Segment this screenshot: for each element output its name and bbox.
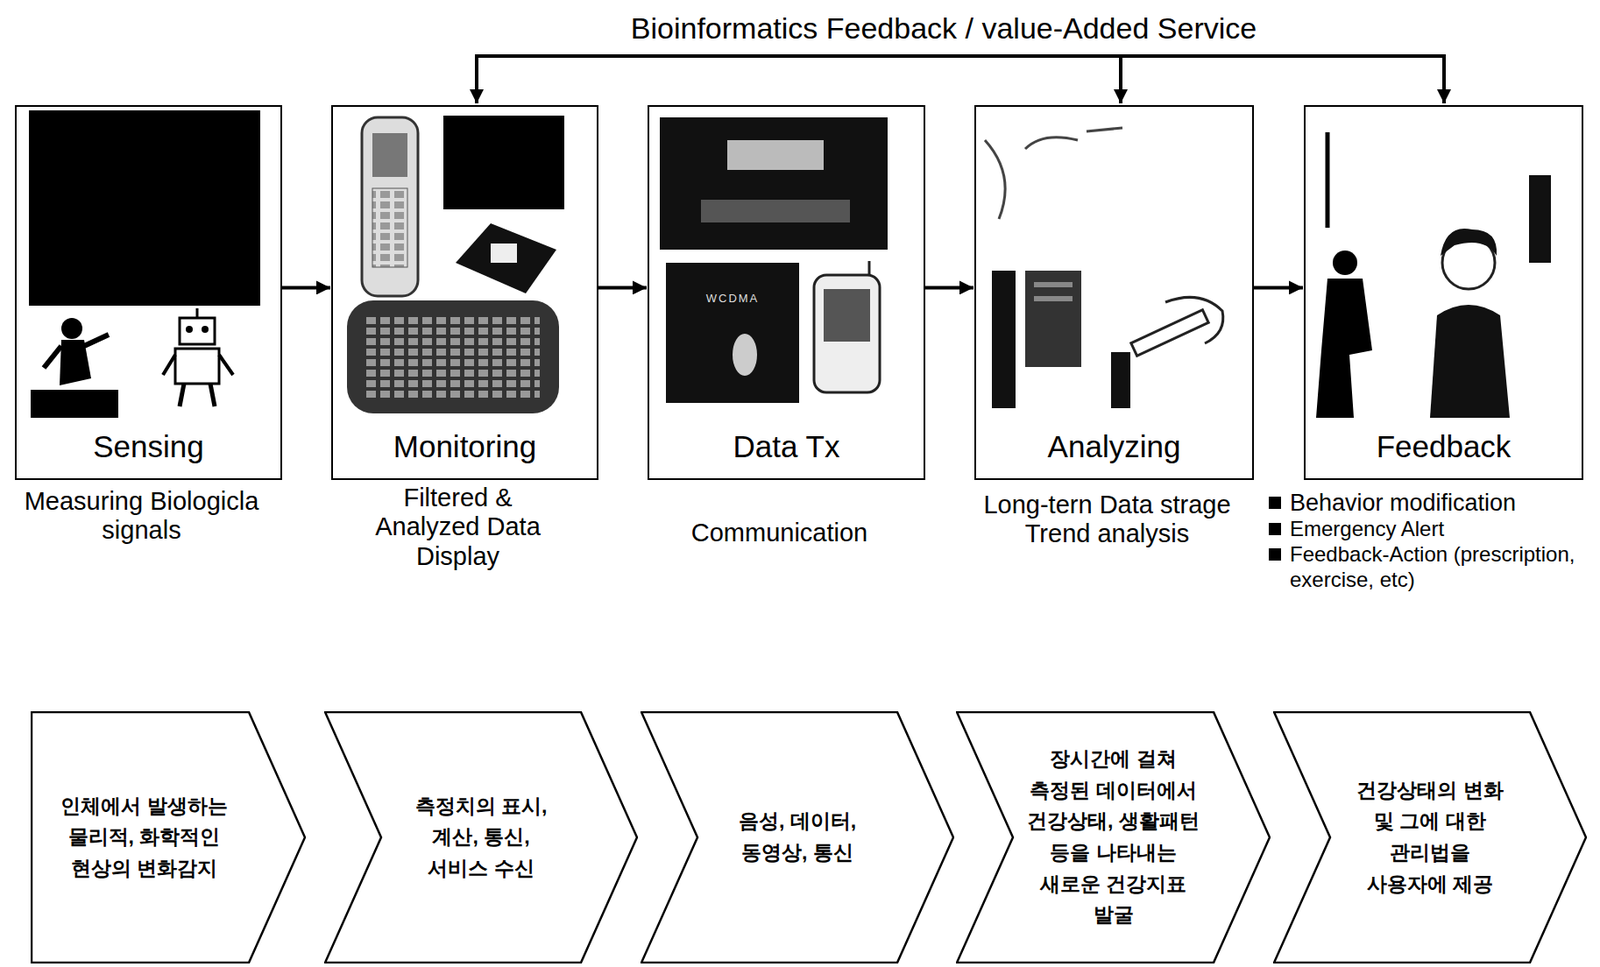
box-caption: Filtered & Analyzed Data Display [363, 483, 553, 572]
server-slot [1033, 282, 1073, 288]
watch-face [490, 243, 517, 263]
feedback-bracket [476, 54, 1445, 58]
chevron-shape [325, 712, 638, 963]
server-tower [991, 270, 1016, 409]
box-title: Analyzing [976, 429, 1253, 465]
server-box [1025, 270, 1082, 368]
device-photo [443, 115, 565, 210]
box-caption: Communication [652, 518, 907, 548]
robot-head [179, 318, 215, 345]
bullet-row: Feedback-Action (prescription, exercise,… [1268, 542, 1592, 594]
box-title: Data Tx [649, 429, 924, 465]
card-label: WCDMA [665, 291, 800, 306]
runner-head [61, 318, 83, 340]
flow-arrow [598, 285, 647, 290]
robot-eye [185, 325, 193, 333]
chevron-shape [1274, 712, 1586, 963]
keyboard-keys [366, 315, 540, 399]
robot-legs [179, 383, 215, 407]
box-title: Feedback [1305, 429, 1582, 465]
bullet-square [1268, 548, 1282, 561]
flow-arrow [282, 285, 331, 290]
mobile-screen [823, 289, 871, 342]
bracket-arrow [474, 54, 479, 104]
robot-body [175, 348, 220, 384]
pole [1325, 132, 1331, 228]
watch-band [455, 223, 557, 294]
chevron-step: 음성, 데이터, 동영상, 통신 [640, 711, 955, 964]
chevron-text-area: 측정치의 표시, 계산, 통신, 서비스 수신 [381, 711, 581, 964]
chevron-text-area: 음성, 데이터, 동영상, 통신 [697, 711, 898, 964]
bullet-item: Feedback-Action (prescription, exercise,… [1289, 542, 1592, 594]
map-lines [984, 127, 1123, 220]
chevron-outline [640, 711, 955, 964]
bullet-square [1268, 523, 1282, 536]
chevron-step: 건강상태의 변화 및 그에 대한 관리법을 사용자에 제공 [1273, 711, 1587, 964]
card-figure [732, 333, 758, 376]
chevron-text: 건강상태의 변화 및 그에 대한 관리법을 사용자에 제공 [1351, 775, 1509, 901]
bullet-row: Emergency Alert [1268, 516, 1592, 543]
ground-shape [30, 389, 119, 418]
picture-box: FeedbackBehavior modificationEmergency A… [1303, 105, 1584, 481]
person-shoulders [1430, 304, 1510, 418]
flow-arrow [1253, 285, 1303, 290]
person-body [1316, 278, 1373, 418]
sensor-photo [28, 110, 261, 306]
panel-bar [1529, 175, 1551, 263]
picture-box: SensingMeasuring Biologicla signals [14, 105, 283, 481]
chevron-text: 장시간에 걸쳐 측정된 데이터에서 건강상태, 생활패턴 등을 나타내는 새로운… [1023, 743, 1204, 932]
chevron-outline [1273, 711, 1587, 964]
syringe [1131, 310, 1209, 357]
chevron-text-area: 건강상태의 변화 및 그에 대한 관리법을 사용자에 제공 [1330, 711, 1530, 964]
picture-box: MonitoringFiltered & Analyzed Data Displ… [331, 105, 599, 481]
feedback-label: Bioinformatics Feedback / value-Added Se… [593, 10, 1295, 47]
chevron-shape [31, 712, 305, 963]
bullet-row: Behavior modification [1268, 488, 1592, 517]
label-patch: Bioinformatics Feedback / value-Added Se… [625, 11, 1262, 45]
chevron-step: 장시간에 걸쳐 측정된 데이터에서 건강상태, 생활패턴 등을 나타내는 새로운… [955, 711, 1271, 964]
chevron-step: 인체에서 발생하는 물리적, 화학적인 현상의 변화감지 [30, 711, 306, 964]
keyboard-device [346, 300, 560, 414]
flow-arrow [925, 285, 974, 290]
phone-screen [372, 133, 408, 177]
robot-eye [201, 325, 209, 333]
stethoscope [1165, 297, 1224, 344]
bullet-square [1268, 496, 1282, 510]
robot-arms [162, 354, 234, 376]
chevron-text: 음성, 데이터, 동영상, 통신 [722, 806, 872, 869]
small-device [1111, 352, 1131, 409]
bracket-arrow [1118, 56, 1123, 104]
bracket-arrow [1442, 54, 1446, 104]
network-device [727, 140, 824, 170]
mobile-phone [814, 275, 880, 393]
chevron-shape [956, 712, 1270, 963]
chevron-shape [641, 712, 954, 963]
picture-box: Data TxCommunication [647, 105, 926, 481]
chevron-text-area: 인체에서 발생하는 물리적, 화학적인 현상의 변화감지 [39, 711, 249, 964]
bullet-list: Behavior modificationEmergency AlertFeed… [1268, 488, 1592, 594]
chevron-step: 측정치의 표시, 계산, 통신, 서비스 수신 [324, 711, 638, 964]
server-slot [1033, 296, 1073, 302]
chevron-text: 측정치의 표시, 계산, 통신, 서비스 수신 [406, 791, 556, 885]
chevron-text-area: 장시간에 걸쳐 측정된 데이터에서 건강상태, 생활패턴 등을 나타내는 새로운… [1012, 711, 1214, 964]
box-title: Monitoring [332, 429, 597, 465]
box-title: Sensing [16, 429, 281, 465]
network-base [700, 199, 850, 223]
person-hair [1440, 228, 1497, 256]
phone-keypad [372, 188, 408, 268]
person-head [1332, 250, 1358, 276]
picture-box: AnalyzingLong-tern Data strage Trend ana… [974, 105, 1254, 481]
runner-arms [43, 334, 109, 369]
chevron-text: 인체에서 발생하는 물리적, 화학적인 현상의 변화감지 [54, 791, 234, 885]
box-caption: Measuring Biologicla signals [23, 487, 261, 546]
bullet-item: Behavior modification [1289, 488, 1516, 517]
phone-device [361, 117, 418, 297]
network-photo [659, 117, 888, 250]
box-caption: Long-tern Data strage Trend analysis [958, 490, 1257, 550]
bullet-item: Emergency Alert [1289, 516, 1445, 543]
robot-antenna [196, 308, 199, 319]
wcdma-card [665, 262, 800, 404]
